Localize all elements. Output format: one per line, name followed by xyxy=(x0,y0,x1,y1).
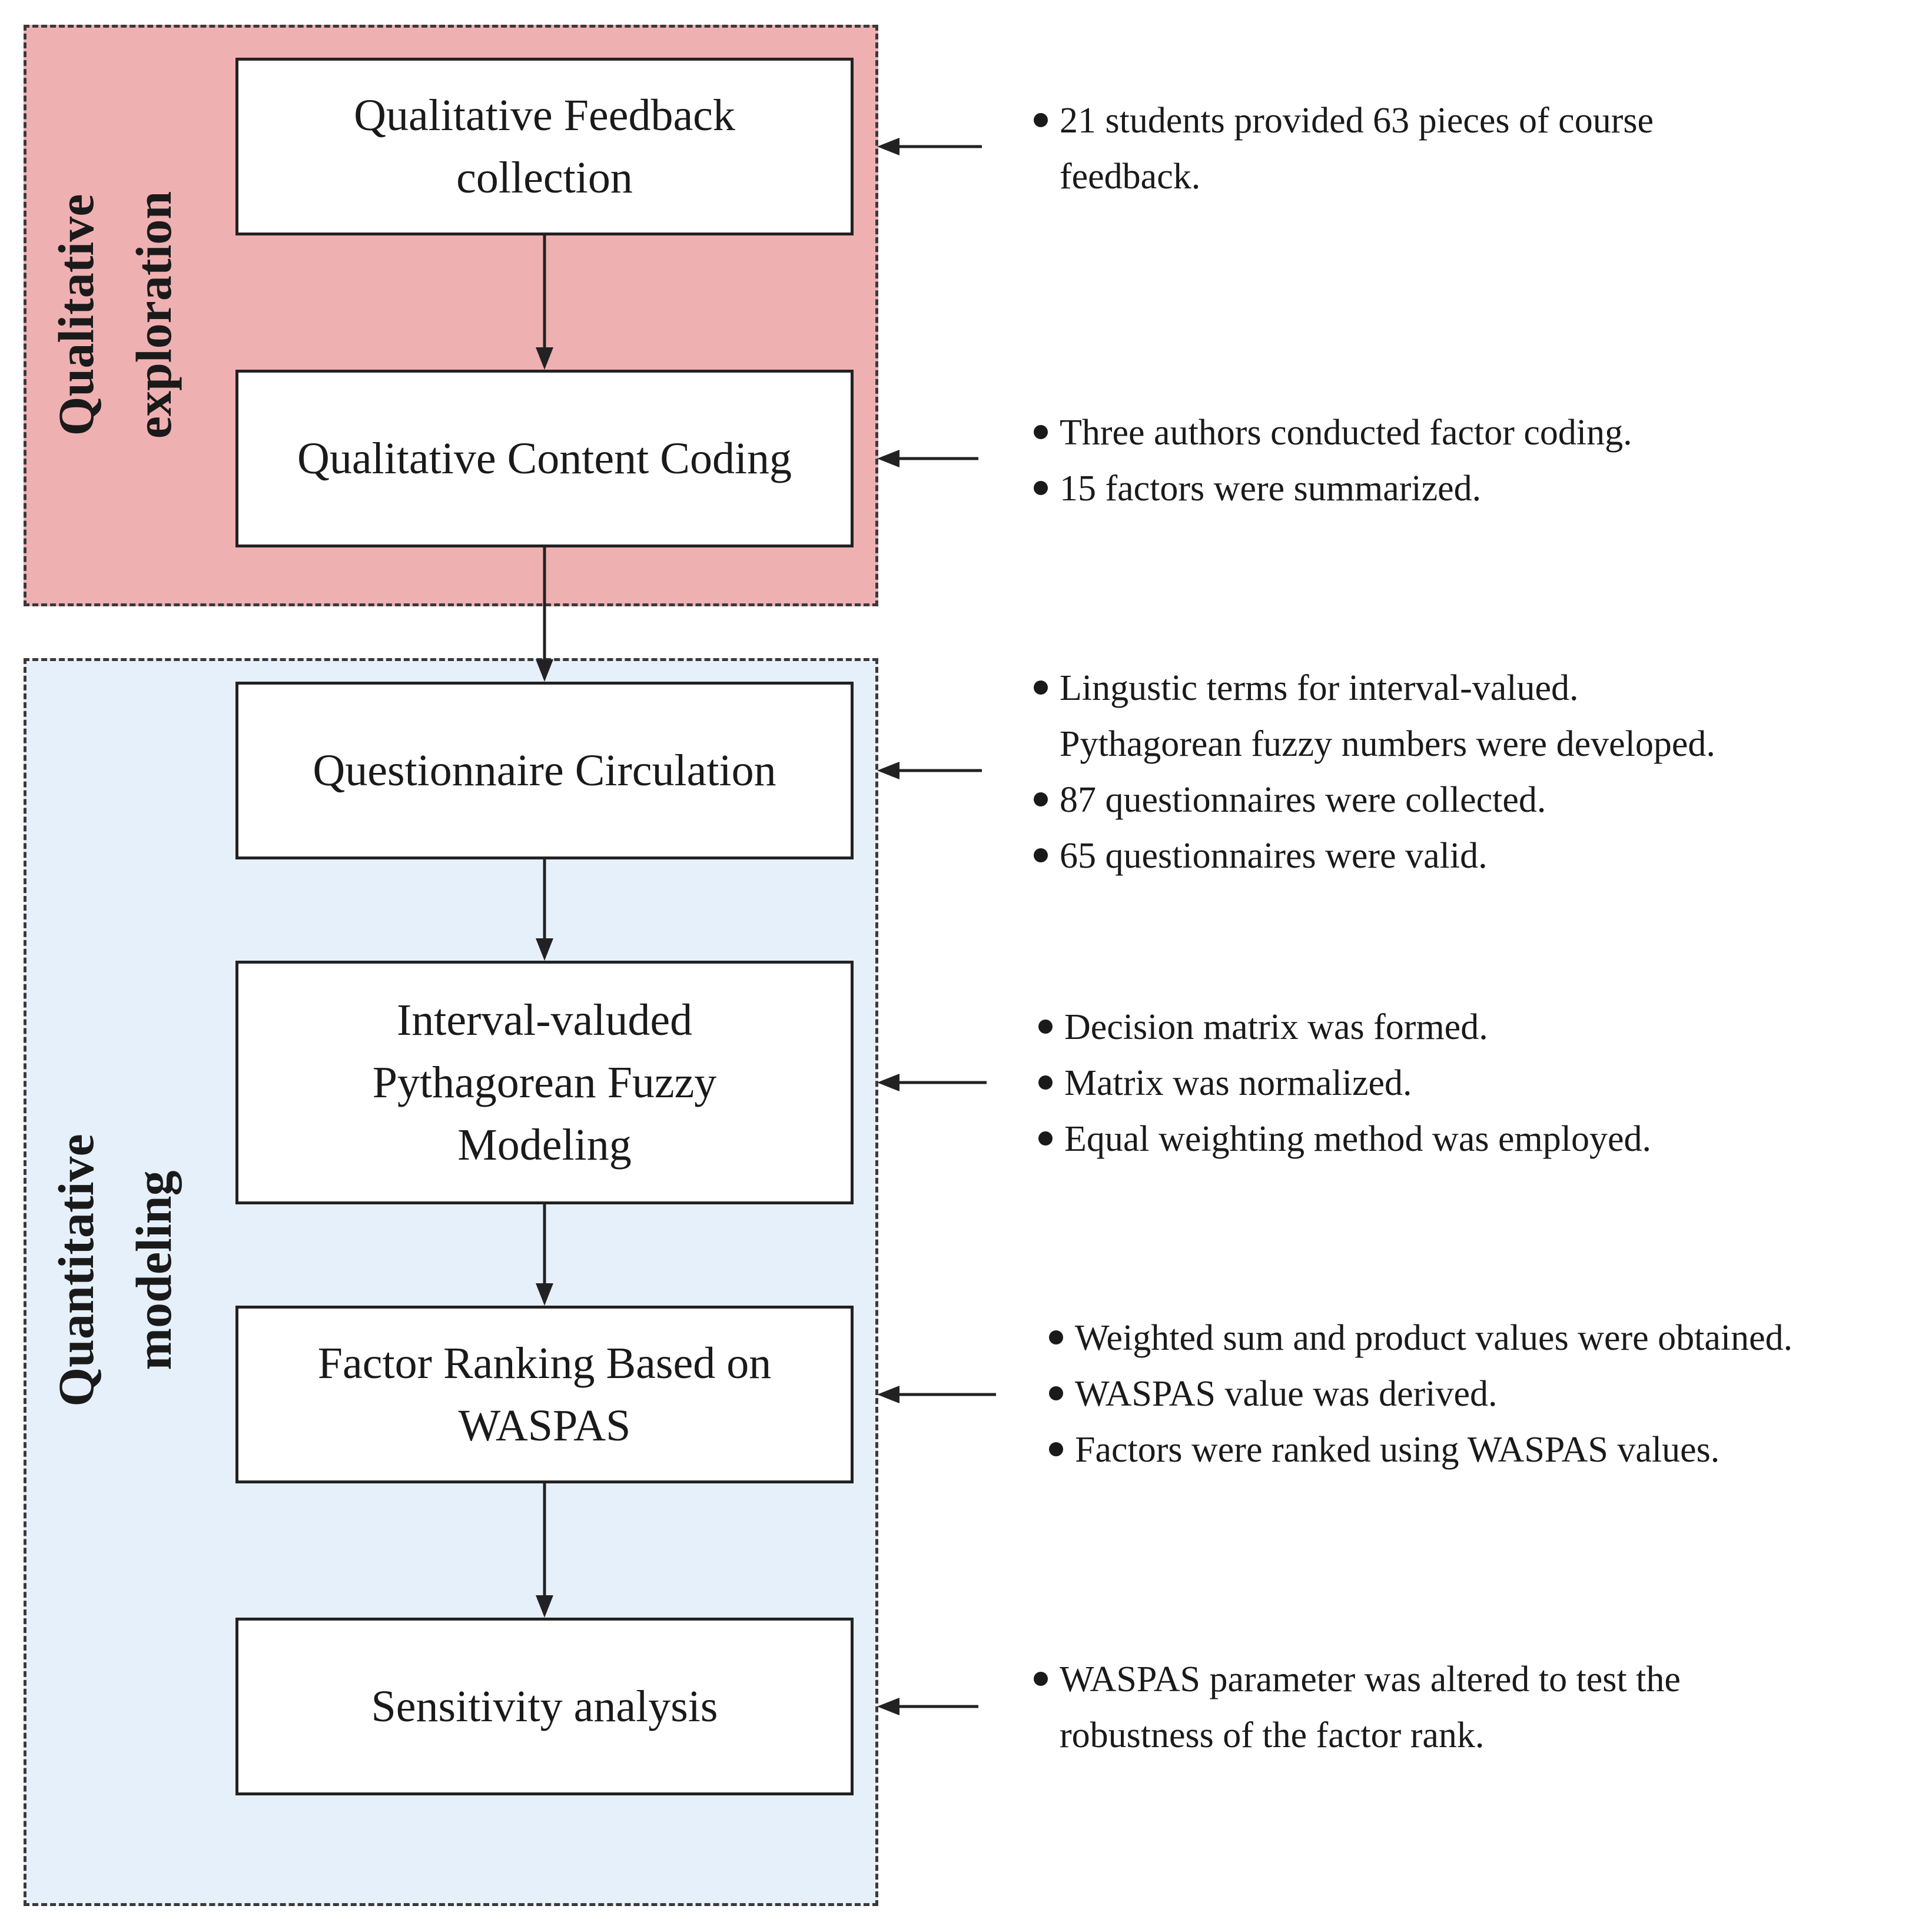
flow-arrow-head xyxy=(536,659,553,682)
step-sensitivity-analysis: Sensitivity analysis xyxy=(235,1618,854,1795)
step-factor-ranking-waspas: Factor Ranking Based on WASPAS xyxy=(235,1306,854,1483)
note-text: Decision matrix was formed. xyxy=(1064,1007,1488,1047)
step-text: collection xyxy=(456,153,633,202)
note-item: WASPAS value was derived. xyxy=(1047,1366,1792,1422)
note-text: robustness of the factor rank. xyxy=(1060,1715,1485,1755)
step-text: WASPAS xyxy=(458,1401,631,1450)
notes-waspas-ranking: Weighted sum and product values were obt… xyxy=(1047,1310,1792,1478)
note-item: 21 students provided 63 pieces of course… xyxy=(1031,93,1654,205)
note-item: WASPAS parameter was altered to test the… xyxy=(1031,1652,1681,1764)
note-text: Matrix was normalized. xyxy=(1064,1063,1412,1103)
note-arrow-head xyxy=(877,138,899,155)
note-item: Equal weighting method was employed. xyxy=(1036,1111,1651,1167)
note-text: WASPAS parameter was altered to test the xyxy=(1060,1659,1681,1699)
note-text: 21 students provided 63 pieces of course xyxy=(1060,101,1654,141)
step-text: Interval-valuded xyxy=(396,995,693,1045)
notes-ivpf-modeling: Decision matrix was formed. Matrix was n… xyxy=(1036,1000,1651,1167)
note-item: Matrix was normalized. xyxy=(1036,1055,1651,1111)
step-text: Pythagorean Fuzzy xyxy=(372,1058,717,1107)
note-text: Pythagorean fuzzy numbers were developed… xyxy=(1060,724,1715,764)
note-arrow-head xyxy=(877,1386,899,1403)
note-text: Weighted sum and product values were obt… xyxy=(1075,1318,1793,1358)
step-qualitative-content-coding: Qualitative Content Coding xyxy=(235,370,854,547)
flow-arrow-head xyxy=(536,347,553,370)
notes-questionnaire: Lingustic terms for interval-valued. Pyth… xyxy=(1031,660,1715,884)
note-text: Lingustic terms for interval-valued. xyxy=(1060,668,1579,708)
flow-arrow-head xyxy=(536,1595,553,1618)
note-item: 65 questionnaires were valid. xyxy=(1031,828,1715,884)
note-text: WASPAS value was derived. xyxy=(1075,1374,1498,1414)
note-item: Three authors conducted factor coding. xyxy=(1031,405,1632,461)
note-text: Three authors conducted factor coding. xyxy=(1060,413,1632,453)
notes-feedback-collection: 21 students provided 63 pieces of course… xyxy=(1031,93,1654,205)
step-text: Modeling xyxy=(457,1120,632,1170)
note-arrow-head xyxy=(877,762,899,779)
notes-content-coding: Three authors conducted factor coding. 1… xyxy=(1031,405,1632,517)
note-arrow-head xyxy=(877,1074,899,1091)
note-item: Weighted sum and product values were obt… xyxy=(1047,1310,1792,1366)
notes-sensitivity: WASPAS parameter was altered to test the… xyxy=(1031,1652,1681,1764)
note-text: Factors were ranked using WASPAS values. xyxy=(1075,1430,1720,1470)
note-text: 87 questionnaires were collected. xyxy=(1060,780,1546,820)
step-text: Qualitative Feedback xyxy=(354,91,735,140)
flow-arrow-head xyxy=(536,938,553,961)
step-text: Qualitative Content Coding xyxy=(297,434,792,483)
note-text: 15 factors were summarized. xyxy=(1060,469,1482,509)
note-item: 87 questionnaires were collected. xyxy=(1031,772,1715,828)
note-item: Factors were ranked using WASPAS values. xyxy=(1047,1422,1792,1478)
note-text: feedback. xyxy=(1060,157,1201,197)
step-text: Questionnaire Circulation xyxy=(313,746,776,795)
step-text: Factor Ranking Based on xyxy=(317,1339,772,1388)
step-qualitative-feedback-collection: Qualitative Feedback collection xyxy=(235,58,854,235)
note-arrow-head xyxy=(877,1698,899,1715)
note-arrow-head xyxy=(877,450,899,467)
note-item: Decision matrix was formed. xyxy=(1036,1000,1651,1055)
step-text: Sensitivity analysis xyxy=(371,1682,718,1731)
step-questionnaire-circulation: Questionnaire Circulation xyxy=(235,682,854,859)
note-item: Lingustic terms for interval-valued. Pyth… xyxy=(1031,660,1715,772)
note-text: 65 questionnaires were valid. xyxy=(1060,836,1488,876)
note-text: Equal weighting method was employed. xyxy=(1064,1119,1651,1159)
note-item: 15 factors were summarized. xyxy=(1031,461,1632,517)
flow-arrow-head xyxy=(536,1283,553,1306)
